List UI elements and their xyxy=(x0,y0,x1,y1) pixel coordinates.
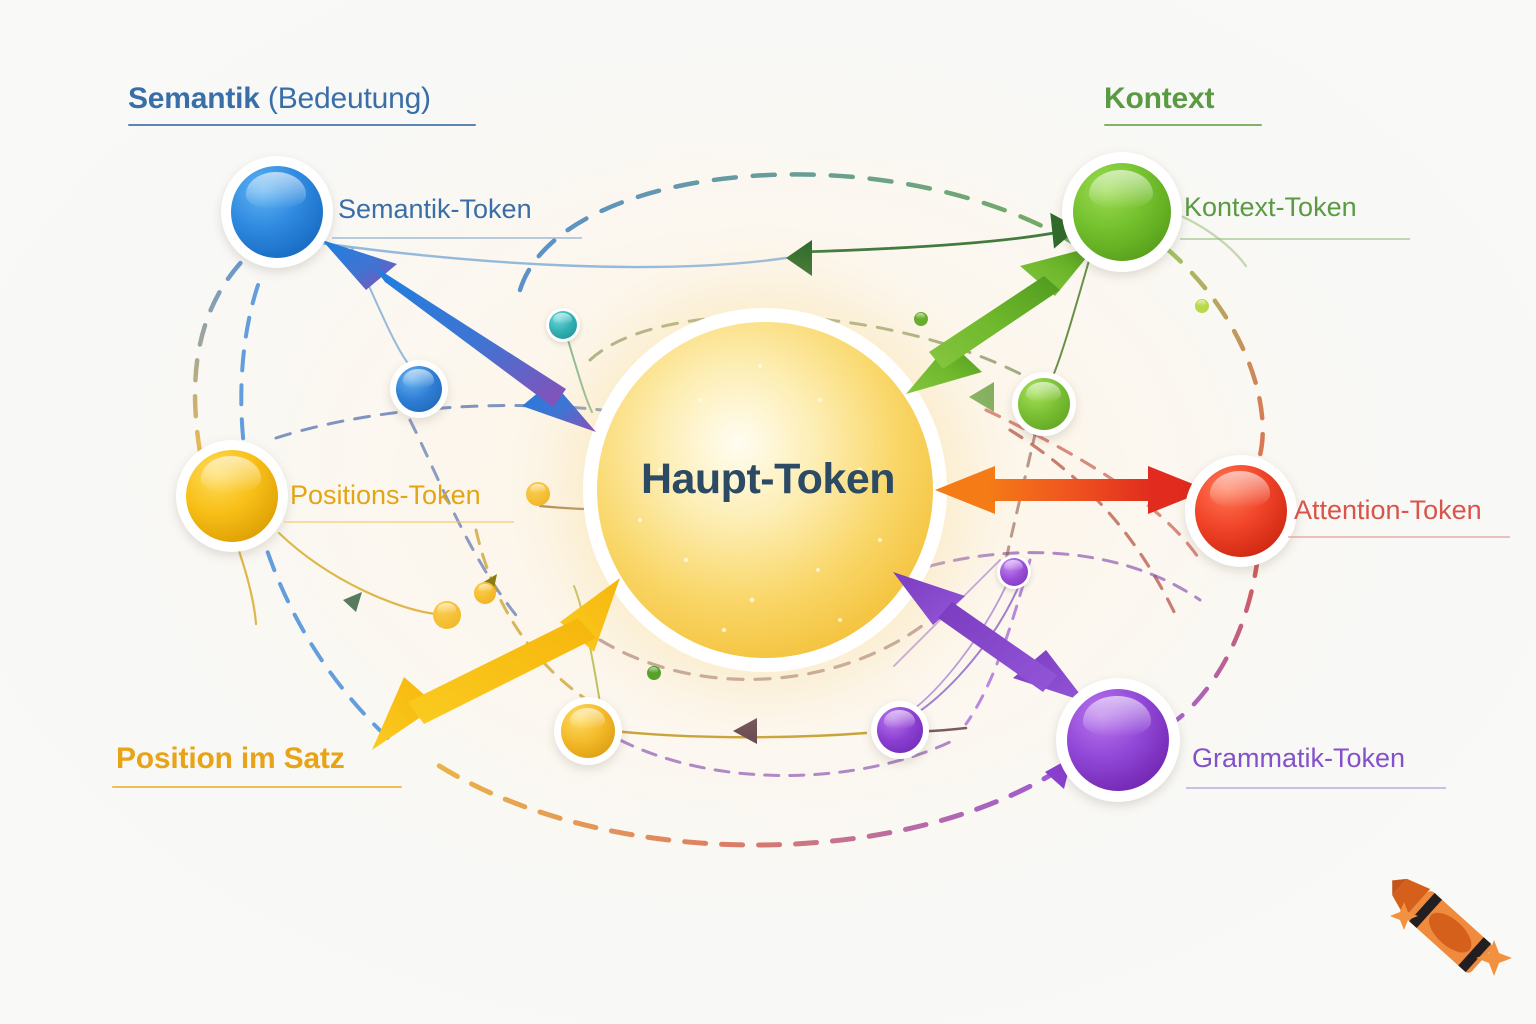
label-semantik-token: Semantik-Token xyxy=(338,194,532,224)
satellite-gold-small-2 xyxy=(474,582,496,604)
grammatik-center-arrow xyxy=(893,572,1086,702)
label-positions-token: Positions-Token xyxy=(290,480,481,510)
label-rule-attention xyxy=(1288,536,1510,538)
section-rule-kontext xyxy=(1104,124,1262,126)
center-label-haupt-token: Haupt-Token xyxy=(640,455,896,503)
satellite-blue-fill xyxy=(396,366,442,412)
satellite-lime-dot-fill xyxy=(1195,299,1209,313)
satellite-gold-small-2-fill xyxy=(474,582,496,604)
attention-center-arrow xyxy=(935,466,1208,514)
satellite-gold[interactable] xyxy=(554,697,622,765)
satellite-purple-medium[interactable] xyxy=(871,701,929,759)
node-attention-fill xyxy=(1195,465,1287,557)
section-title-position: Position im Satz xyxy=(116,742,345,776)
node-attention-token[interactable] xyxy=(1185,455,1297,567)
node-kontext-fill xyxy=(1073,163,1171,261)
section-title-position-main: Position im Satz xyxy=(116,742,345,775)
node-positions-fill xyxy=(186,450,278,542)
haupt-token-core xyxy=(510,235,1020,745)
section-title-semantik-main: Semantik xyxy=(128,82,260,115)
node-semantik-token[interactable] xyxy=(221,156,333,268)
semantik-center-arrow xyxy=(322,240,596,432)
satellite-lime-dot xyxy=(1195,299,1209,313)
satellite-green-fill xyxy=(1018,378,1070,430)
satellite-green[interactable] xyxy=(1012,372,1076,436)
node-grammatik-token[interactable] xyxy=(1056,678,1180,802)
satellite-gold-dot xyxy=(526,482,550,506)
section-rule-semantik xyxy=(128,124,476,126)
label-rule-semantik xyxy=(332,237,582,239)
main-arrow-group xyxy=(322,240,1208,750)
section-rule-position xyxy=(112,786,402,788)
label-rule-kontext xyxy=(1180,238,1410,240)
satellite-green-dot-top-fill xyxy=(914,312,928,326)
satellite-teal-fill xyxy=(549,311,577,339)
label-rule-positions xyxy=(284,521,514,523)
satellite-green-dot-top xyxy=(914,312,928,326)
satellite-green-dot-bottom xyxy=(647,666,661,680)
node-positions-token[interactable] xyxy=(176,440,288,552)
satellite-purple-fill xyxy=(1000,558,1028,586)
satellite-gold-dot-fill xyxy=(526,482,550,506)
label-rule-grammatik xyxy=(1186,787,1446,789)
section-title-semantik-sub: (Bedeutung) xyxy=(259,82,431,115)
section-title-kontext-main: Kontext xyxy=(1104,82,1215,115)
crayon-icon xyxy=(1390,878,1512,976)
section-title-kontext: Kontext xyxy=(1104,82,1214,116)
node-kontext-token[interactable] xyxy=(1062,152,1182,272)
satellite-purple-medium-fill xyxy=(877,707,923,753)
satellite-gold-small-1 xyxy=(433,601,461,629)
satellite-gold-small-1-fill xyxy=(433,601,461,629)
kontext-center-arrow xyxy=(906,246,1096,394)
label-kontext-token: Kontext-Token xyxy=(1184,192,1357,222)
label-grammatik-token: Grammatik-Token xyxy=(1192,743,1406,773)
satellite-teal[interactable] xyxy=(546,308,580,342)
satellite-gold-fill xyxy=(561,704,615,758)
satellite-blue[interactable] xyxy=(390,360,448,418)
node-semantik-fill xyxy=(231,166,323,258)
arrowhead-tiny-dark xyxy=(343,592,362,612)
satellite-green-dot-bottom-fill xyxy=(647,666,661,680)
position-center-arrow xyxy=(372,578,620,750)
node-grammatik-fill xyxy=(1067,689,1169,791)
label-attention-token: Attention-Token xyxy=(1294,495,1482,525)
satellite-purple[interactable] xyxy=(997,555,1031,589)
section-title-semantik: Semantik (Bedeutung) xyxy=(128,82,431,116)
